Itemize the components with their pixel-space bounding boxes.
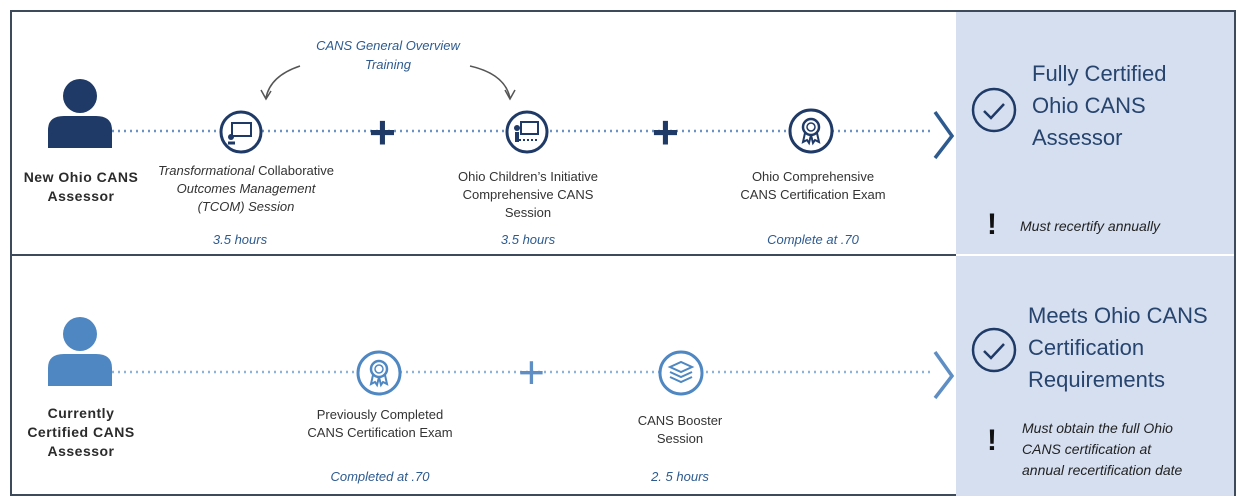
tcom-session-label: Transformational Collaborative Outcomes …	[157, 163, 335, 214]
new-assessor-person-icon	[48, 79, 112, 148]
meets-requirements-title: Meets Ohio CANS Certification Requiremen…	[1028, 303, 1208, 392]
booster-session-label: CANS Booster Session	[637, 413, 723, 446]
full-certification-note: Must obtain the full Ohio CANS certifica…	[1022, 420, 1183, 478]
new-assessor-label: New Ohio CANS Assessor	[23, 169, 139, 204]
row-divider	[10, 254, 956, 256]
recertify-alert-icon: !	[987, 208, 997, 241]
previous-exam-label: Previously Completed CANS Certification …	[307, 407, 453, 440]
certification-badge-icon	[788, 108, 834, 154]
fully-certified-title: Fully Certified Ohio CANS Assessor	[1032, 61, 1167, 150]
presentation-icon	[219, 110, 263, 154]
previous-exam-detail: Completed at .70	[330, 469, 430, 484]
results-divider	[956, 254, 1234, 256]
plus-sign-2: +	[652, 106, 679, 158]
check-circle-icon	[971, 327, 1017, 373]
overview-training-note: CANS General Overview Training	[316, 38, 460, 72]
current-assessor-person-icon	[48, 317, 112, 386]
check-circle-icon	[971, 87, 1017, 133]
book-stack-icon	[658, 350, 704, 396]
comprehensive-exam-label: Ohio Comprehensive CANS Certification Ex…	[740, 169, 886, 202]
tcom-duration: 3.5 hours	[212, 232, 268, 247]
current-assessor-label: Currently Certified CANS Assessor	[27, 405, 135, 459]
overview-arrow-left-icon	[265, 65, 301, 99]
booster-duration: 2. 5 hours	[651, 469, 709, 484]
oci-session-label: Ohio Children’s Initiative Comprehensive…	[458, 169, 598, 220]
recertify-note: Must recertify annually	[1020, 218, 1161, 234]
certification-badge-icon	[356, 350, 402, 396]
bottom-row-chevron-icon	[933, 350, 955, 400]
plus-sign-3: +	[518, 346, 545, 398]
plus-sign-1: +	[369, 106, 396, 158]
trainer-presentation-icon	[505, 110, 549, 154]
top-row-chevron-icon	[933, 110, 955, 160]
oci-duration: 3.5 hours	[500, 232, 556, 247]
full-certification-alert-icon: !	[987, 424, 997, 457]
comprehensive-exam-detail: Complete at .70	[767, 232, 859, 247]
overview-arrow-right-icon	[469, 65, 511, 99]
